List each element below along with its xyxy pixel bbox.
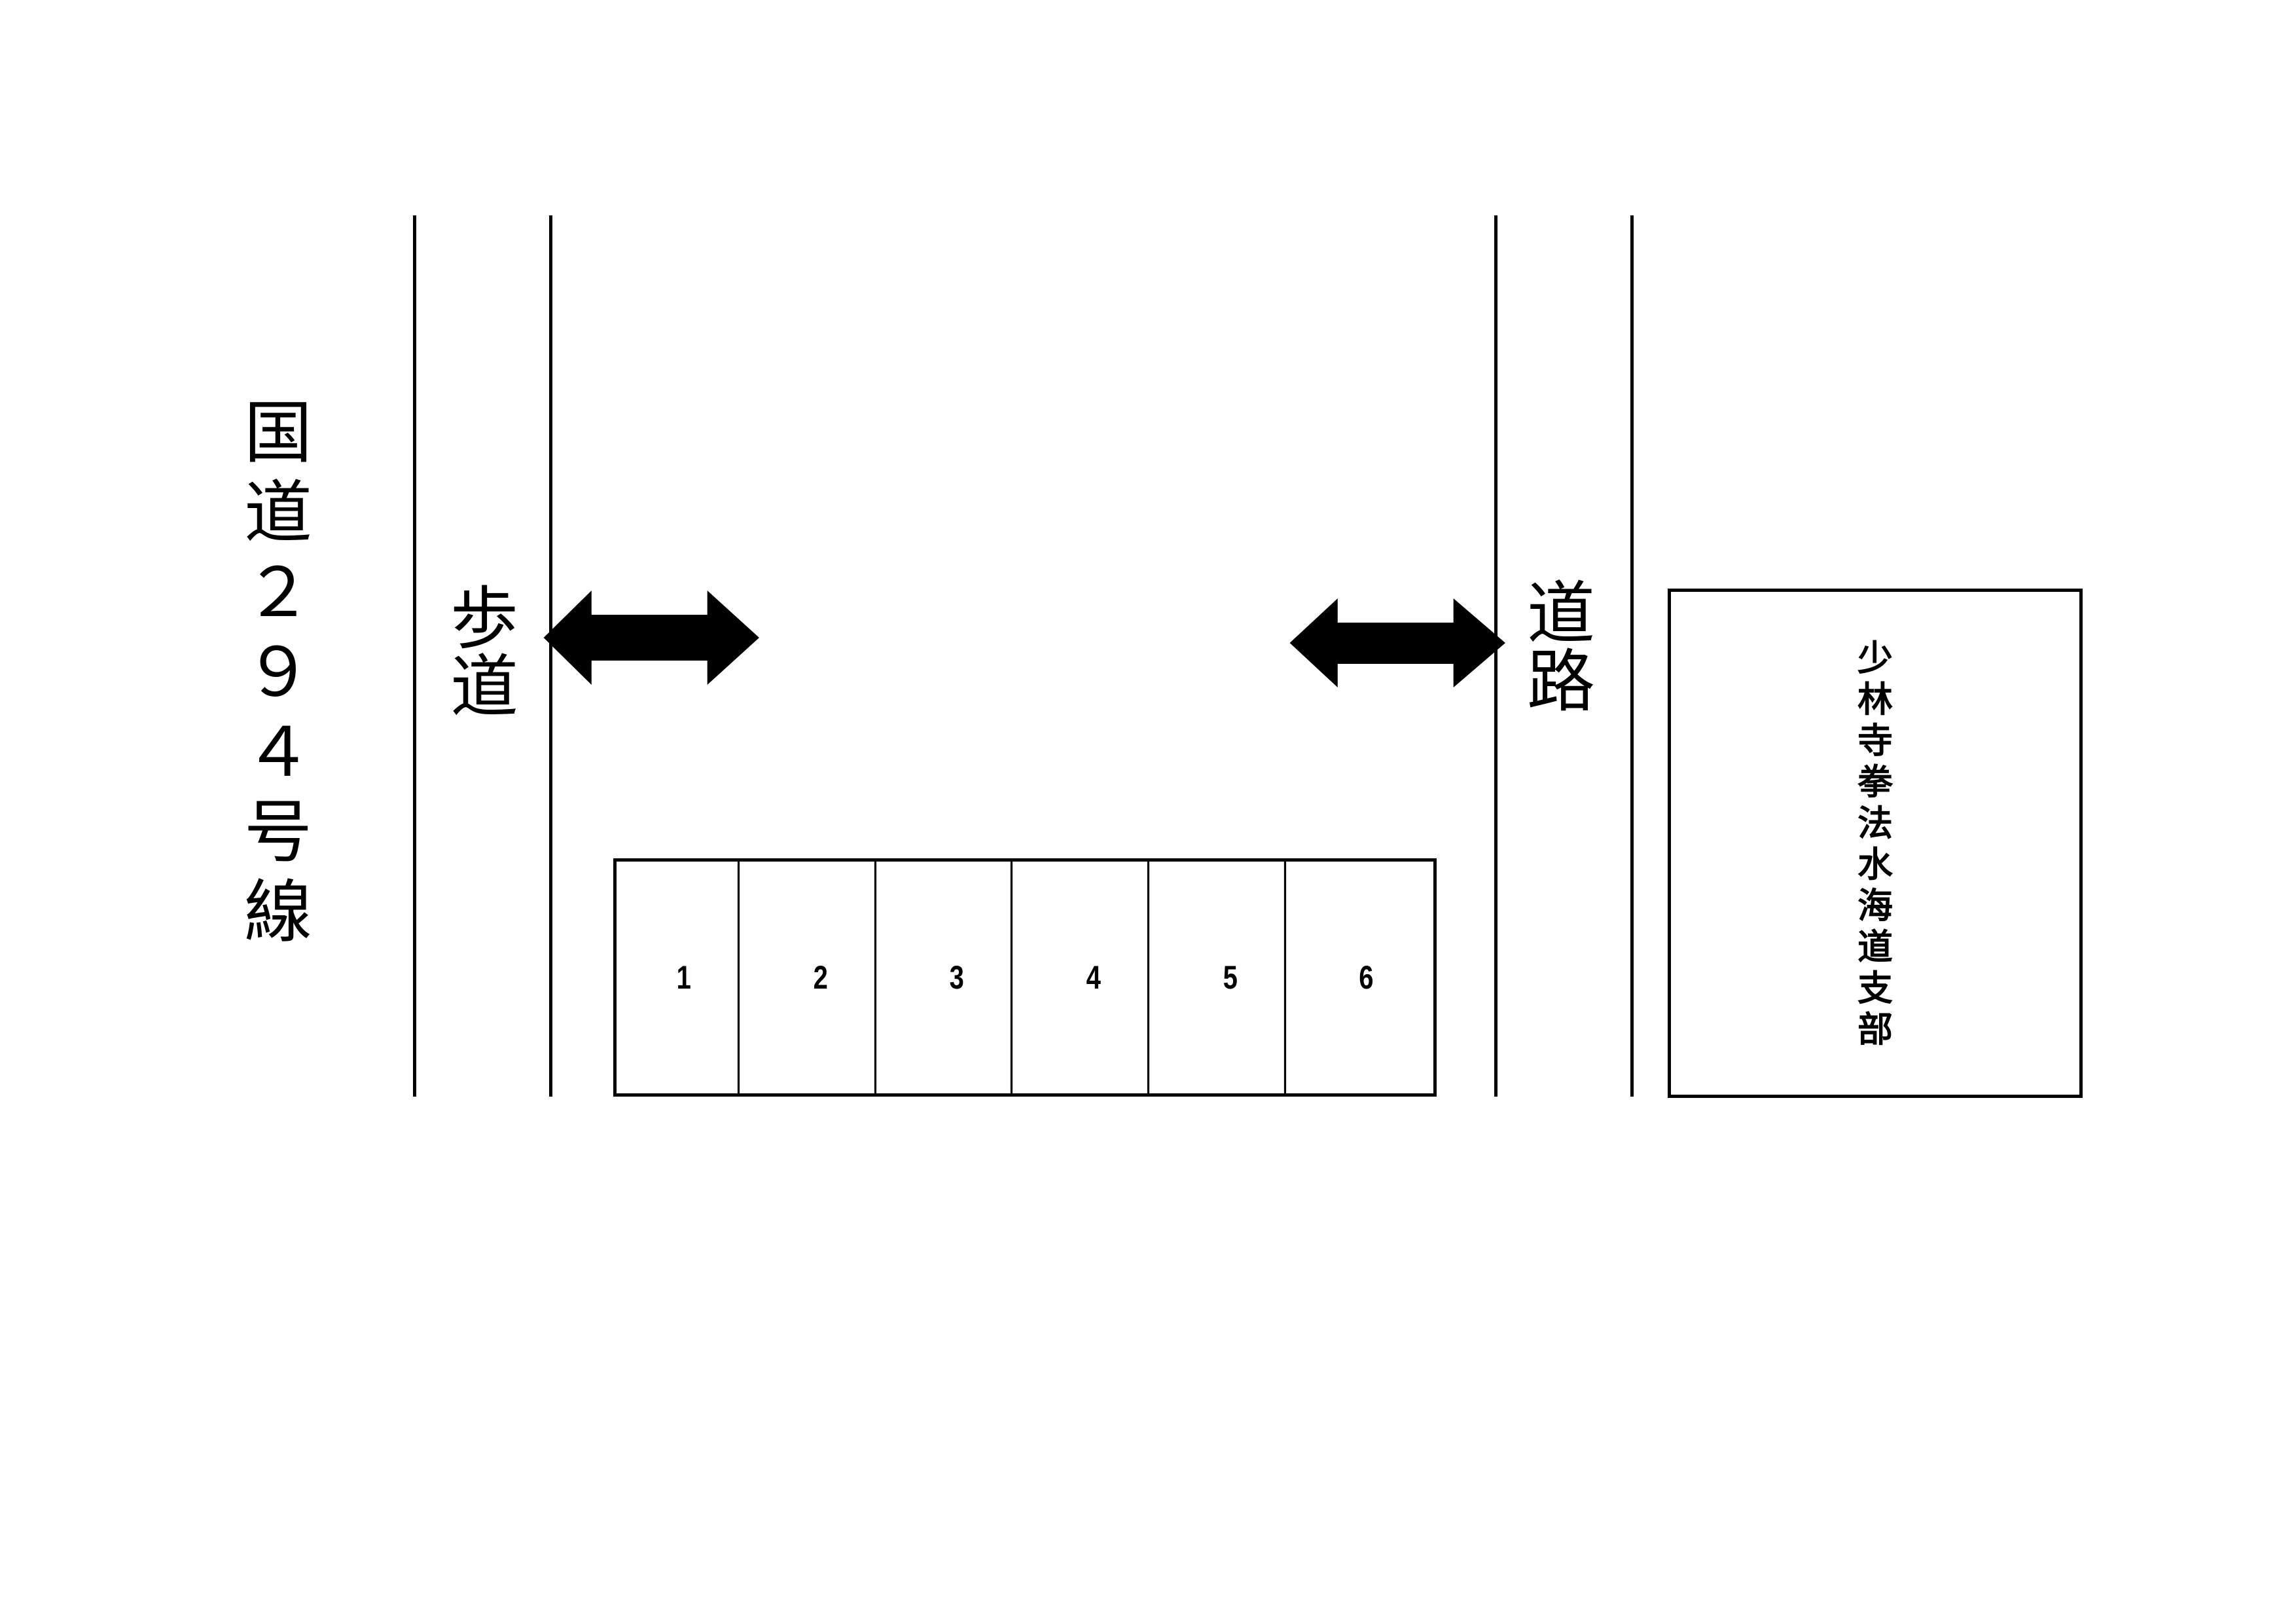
parking-slot-2[interactable]: 2 (767, 862, 876, 1093)
sidewalk-char: 道 (450, 647, 518, 727)
sidewalk-edge-line (549, 215, 552, 1097)
parking-slot-4[interactable]: 4 (1040, 862, 1149, 1093)
sidewalk-label: 歩 道 (448, 585, 520, 721)
parking-slot-6[interactable]: 6 (1313, 862, 1420, 1093)
building-char: 寺 (1857, 720, 1893, 761)
right-access-arrow-icon (1289, 598, 1505, 687)
building-char: 水 (1857, 844, 1893, 885)
slot-number: 5 (1223, 959, 1238, 996)
road-label: 道 路 (1525, 579, 1597, 716)
slot-number: 1 (676, 959, 691, 996)
dojo-building: 少 林 寺 拳 法 水 海 道 支 部 (1668, 589, 2083, 1098)
slot-number: 2 (813, 959, 828, 996)
route-char: ９ (243, 632, 312, 712)
route-char: ２ (243, 553, 312, 632)
parking-lot: 1 2 3 4 5 6 (613, 858, 1437, 1097)
parking-slot-3[interactable]: 3 (903, 862, 1013, 1093)
national-road-edge-line (413, 215, 416, 1097)
building-char: 支 (1857, 968, 1893, 1009)
route-char: 号 (243, 792, 312, 872)
parking-slot-1[interactable]: 1 (630, 862, 740, 1093)
route-char: ４ (243, 712, 312, 792)
route-char: 道 (243, 473, 312, 553)
road-char: 道 (1526, 574, 1595, 653)
building-char: 林 (1857, 679, 1893, 720)
building-char: 部 (1857, 1009, 1893, 1050)
building-char: 海 (1857, 885, 1893, 926)
building-char: 道 (1857, 926, 1893, 968)
building-char: 法 (1857, 803, 1893, 844)
sidewalk-char: 歩 (450, 579, 518, 659)
left-access-arrow-icon (543, 591, 759, 685)
road-left-edge-line (1494, 215, 1498, 1097)
building-char: 拳 (1857, 761, 1893, 803)
parking-slot-5[interactable]: 5 (1177, 862, 1286, 1093)
slot-number: 3 (949, 959, 965, 996)
building-char: 少 (1857, 638, 1893, 679)
road-char: 路 (1526, 642, 1595, 721)
route-char: 線 (243, 872, 312, 952)
road-right-edge-line (1630, 215, 1634, 1097)
slot-number: 6 (1359, 959, 1374, 996)
route-char: 国 (243, 393, 312, 473)
national-route-label: 国 道 ２ ９ ４ 号 線 (239, 393, 317, 952)
slot-number: 4 (1086, 959, 1101, 996)
building-label: 少 林 寺 拳 法 水 海 道 支 部 (1857, 641, 1893, 1095)
